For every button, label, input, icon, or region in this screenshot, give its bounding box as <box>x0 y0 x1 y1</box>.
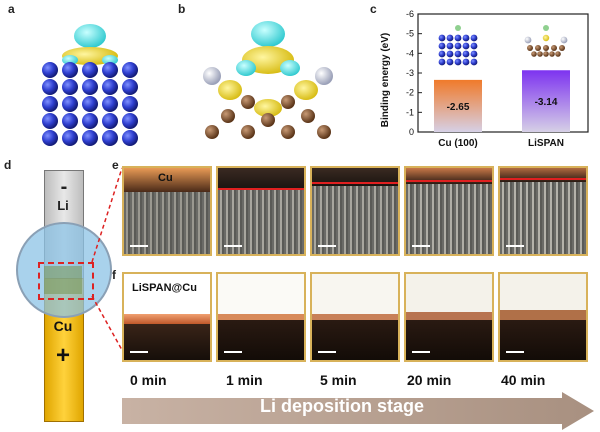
bar-value-label: -3.14 <box>535 97 558 108</box>
lispan-frame-40min <box>498 272 588 362</box>
cu-atom <box>102 113 118 129</box>
cu-frame-5min <box>310 166 400 256</box>
zoom-lines <box>91 167 123 351</box>
lispan-row-label: LiSPAN@Cu <box>132 282 197 294</box>
li-label: Li <box>57 198 69 213</box>
bar-0 <box>434 79 482 132</box>
time-label-0: 0 min <box>130 372 167 388</box>
cu-structure-model <box>42 24 138 146</box>
stage-arrow-label: Li deposition stage <box>259 396 424 416</box>
cu-atom <box>122 79 138 95</box>
time-label-3: 20 min <box>407 372 452 388</box>
panel-letter-b: b <box>178 2 186 16</box>
cu-atom <box>82 130 98 146</box>
y-tick-label: -6 <box>406 9 414 19</box>
observation-box <box>38 262 94 300</box>
cu-atom <box>42 113 58 129</box>
chart-categories: Cu (100) LiSPAN <box>438 138 564 149</box>
cu-row-label: Cu <box>158 172 173 184</box>
cu-atom <box>122 96 138 112</box>
chart-bars: -2.65 -3.14 <box>434 70 570 132</box>
cu-atom <box>62 79 78 95</box>
cu-inset-structure <box>438 25 478 66</box>
cell-schematic: - Li Cu + <box>14 170 114 422</box>
y-tick-label: -4 <box>406 48 414 58</box>
cu-atom <box>82 96 98 112</box>
y-tick-label: -5 <box>406 29 414 39</box>
time-label-1: 1 min <box>226 372 263 388</box>
panel-letter-c: c <box>370 2 377 16</box>
y-tick-label: -1 <box>406 107 414 117</box>
time-label-4: 40 min <box>501 372 546 388</box>
bar-value-label: -2.65 <box>447 102 470 113</box>
cu-atom <box>122 130 138 146</box>
time-label-2: 5 min <box>320 372 357 388</box>
lispan-frame-5min <box>310 272 400 362</box>
y-axis-label: Binding energy (eV) <box>380 33 391 127</box>
panel-letter-a: a <box>8 2 15 16</box>
bar-1 <box>522 70 570 132</box>
cu-atom <box>102 79 118 95</box>
cu-atom <box>42 62 58 78</box>
binding-energy-chart: Binding energy (eV) 0-1-2-3-4-5-6 -2.65-… <box>380 9 589 149</box>
cu-atom <box>62 62 78 78</box>
stage-arrow <box>122 392 594 430</box>
cu-label: Cu <box>53 318 73 334</box>
cu-atom-grid <box>42 62 138 146</box>
plus-sign: + <box>55 342 70 369</box>
cu-atom <box>102 62 118 78</box>
lispan-frame-1min <box>216 272 306 362</box>
category-label: Cu (100) <box>438 138 477 149</box>
lispan-frame-0min: LiSPAN@Cu <box>122 272 212 362</box>
cu-atom <box>62 130 78 146</box>
cu-atom <box>42 130 58 146</box>
panel-letter-f: f <box>112 268 116 282</box>
y-tick-label: -3 <box>406 68 414 78</box>
panel-letter-d: d <box>4 158 12 172</box>
cu-frame-20min <box>404 166 494 256</box>
chart-y-ticks: 0 -1 -2 -3 -4 -5 -6 <box>406 9 422 137</box>
panel-letter-e: e <box>112 158 119 172</box>
cu-atom <box>62 96 78 112</box>
y-tick-label: -2 <box>406 88 414 98</box>
cu-atom <box>122 62 138 78</box>
lispan-frame-20min <box>404 272 494 362</box>
cu-atom <box>62 113 78 129</box>
cu-frame-1min <box>216 166 306 256</box>
deposition-zone <box>44 266 82 294</box>
charge-depletion-cloud <box>74 24 106 48</box>
lispan-inset-structure <box>524 25 568 57</box>
cu-atom <box>102 130 118 146</box>
y-tick-label: 0 <box>409 127 414 137</box>
cu-atom <box>42 79 58 95</box>
cu-atom <box>82 113 98 129</box>
cu-atom <box>82 62 98 78</box>
cu-frame-40min <box>498 166 588 256</box>
cu-atom <box>82 79 98 95</box>
category-label: LiSPAN <box>528 138 564 149</box>
lispan-micrograph-row: LiSPAN@Cu <box>122 272 592 370</box>
cu-frame-0min: Cu <box>122 166 212 256</box>
cu-atom <box>102 96 118 112</box>
cu-atom <box>42 96 58 112</box>
cu-atom <box>122 113 138 129</box>
cu-micrograph-row: Cu <box>122 166 592 266</box>
minus-sign: - <box>60 176 68 198</box>
lispan-structure-model <box>203 21 333 139</box>
